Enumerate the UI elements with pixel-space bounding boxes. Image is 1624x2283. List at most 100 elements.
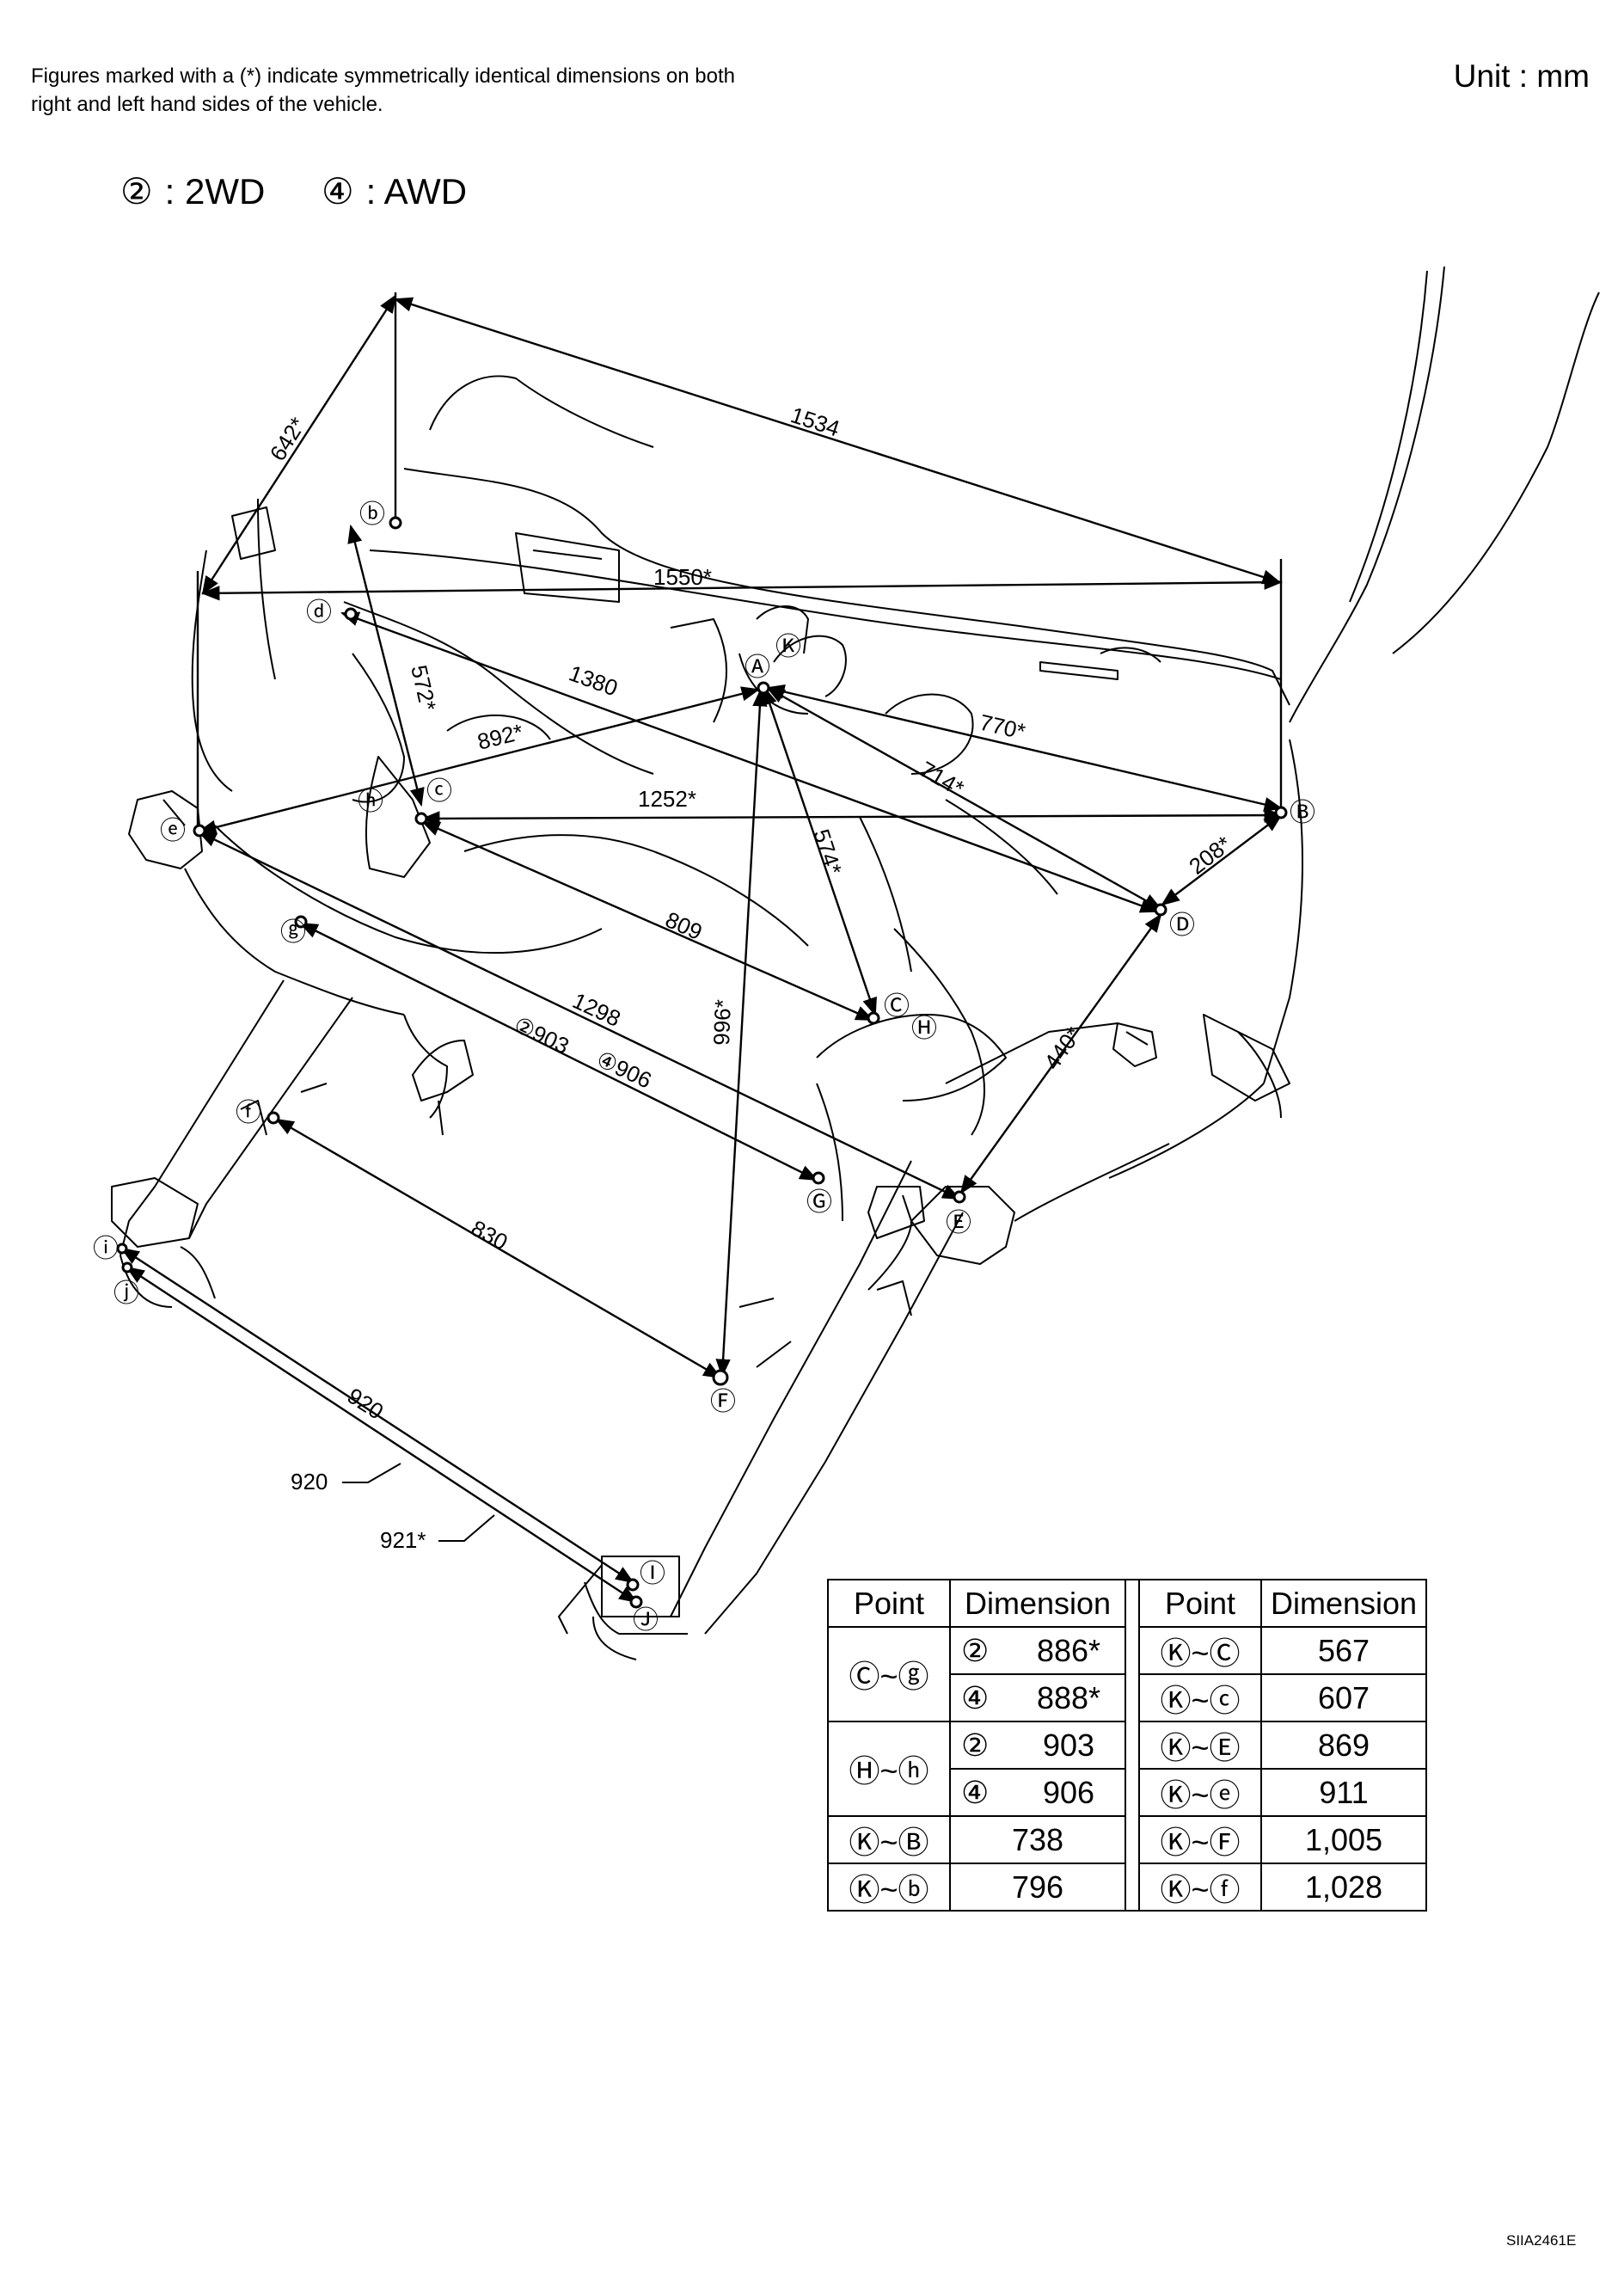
- dim-574: 574*: [808, 826, 847, 878]
- table-cell-value: 1,028: [1259, 1863, 1428, 1912]
- table-cell-point: Ⓚ~ⓔ: [1138, 1768, 1262, 1817]
- hole-I: [626, 1578, 640, 1592]
- table-header: Dimension: [949, 1579, 1126, 1628]
- table-divider: [1125, 1579, 1140, 1912]
- point-label-I: Ⓘ: [640, 1559, 665, 1589]
- table-cell-value: 886*: [1013, 1626, 1126, 1675]
- table-cell-value: 607: [1259, 1673, 1428, 1722]
- hole-f: [267, 1111, 280, 1125]
- point-label-i: ⓘ: [93, 1234, 119, 1264]
- leader-lines: [342, 1463, 495, 1542]
- unit-label: Unit : mm: [1453, 58, 1590, 94]
- dim-1252: 1252*: [638, 786, 696, 812]
- table-cell-value: 796: [949, 1863, 1126, 1912]
- table-cell-point: Ⓚ~ⓑ: [827, 1863, 951, 1912]
- hole-b: [389, 516, 402, 530]
- dimension-table: Point Dimension Point Dimension Ⓒ~ⓖ ② 88…: [827, 1579, 1428, 1912]
- table-cell-value: 869: [1259, 1721, 1428, 1770]
- point-label-J: Ⓙ: [633, 1605, 659, 1636]
- legend-2wd-symbol: ②: [120, 171, 153, 212]
- hole-D: [1154, 903, 1167, 917]
- vehicle-body-outline: [111, 266, 1600, 1660]
- table-cell-value: 567: [1259, 1626, 1428, 1675]
- hole-C: [867, 1011, 880, 1025]
- point-label-f: ⓕ: [236, 1098, 261, 1128]
- point-label-C: Ⓒ: [884, 991, 910, 1022]
- hole-G: [812, 1171, 825, 1185]
- hole-g: [294, 915, 308, 929]
- dim-906: ④906: [592, 1046, 655, 1093]
- symmetry-note: Figures marked with a (*) indicate symme…: [31, 64, 735, 116]
- point-label-B: Ⓑ: [1290, 798, 1315, 828]
- point-label-F: Ⓕ: [710, 1387, 736, 1417]
- table-cell-value: 911: [1259, 1768, 1428, 1817]
- table-header: Point: [827, 1579, 951, 1628]
- dim-892: 892*: [475, 719, 525, 755]
- table-cell-value: 903: [1013, 1721, 1126, 1770]
- table-row: ④ 906 Ⓚ~ⓔ 911: [828, 1768, 1428, 1817]
- table-cell-modifier: ②: [949, 1626, 1013, 1675]
- dimension-lines: [120, 292, 1284, 1604]
- point-label-e: ⓔ: [160, 816, 186, 846]
- hole-J: [629, 1595, 643, 1609]
- point-label-c: ⓒ: [426, 776, 452, 807]
- table-cell-value: 738: [949, 1815, 1126, 1864]
- hole-E: [953, 1190, 966, 1204]
- dim-208: 208*: [1184, 831, 1236, 880]
- dim-920-lower: 920: [291, 1469, 328, 1494]
- dim-996: 996*: [708, 999, 736, 1046]
- table-cell-value: 906: [1013, 1768, 1126, 1817]
- table-row: ④ 888* Ⓚ~ⓒ 607: [828, 1673, 1428, 1722]
- point-label-D: Ⓓ: [1169, 911, 1195, 941]
- point-label-G: Ⓖ: [806, 1188, 832, 1218]
- dim-903: ②903: [510, 1011, 573, 1059]
- hole-A: [757, 681, 770, 695]
- hole-j: [121, 1261, 133, 1273]
- point-label-A: Ⓐ: [745, 653, 770, 683]
- point-label-d: ⓓ: [306, 598, 332, 628]
- table-header: Dimension: [1259, 1579, 1428, 1628]
- point-label-g: ⓖ: [280, 917, 306, 948]
- table-cell-point: Ⓗ~ⓗ: [827, 1721, 951, 1817]
- point-label-b: ⓑ: [359, 500, 385, 530]
- table-row: Ⓒ~ⓖ ② 886* Ⓚ~Ⓒ 567: [827, 1626, 1428, 1722]
- hole-i: [116, 1243, 128, 1255]
- dim-921: 921*: [380, 1527, 426, 1553]
- point-label-H: Ⓗ: [911, 1014, 937, 1044]
- dim-572: 572*: [406, 663, 441, 714]
- drive-legend: ②: 2WD ④: AWD: [120, 170, 479, 212]
- table-cell-point: Ⓚ~Ⓔ: [1138, 1721, 1262, 1770]
- table-cell-point: Ⓚ~ⓕ: [1138, 1863, 1262, 1912]
- table-cell-modifier: ④: [949, 1768, 1013, 1817]
- hole-F: [712, 1369, 729, 1386]
- legend-awd-text: : AWD: [365, 171, 468, 212]
- hole-B: [1274, 806, 1288, 819]
- legend-awd-symbol: ④: [322, 171, 354, 212]
- dim-830: 830: [467, 1215, 512, 1255]
- table-row: Ⓚ~Ⓑ 738 Ⓚ~Ⓕ 1,005: [827, 1815, 1428, 1864]
- hole-d: [344, 607, 358, 621]
- point-label-K: Ⓚ: [775, 632, 801, 662]
- table-cell-point: Ⓚ~Ⓒ: [1138, 1626, 1262, 1675]
- point-label-j: ⓙ: [113, 1279, 139, 1309]
- hole-e: [193, 824, 206, 838]
- table-cell-point: Ⓚ~Ⓑ: [827, 1815, 951, 1864]
- point-label-h: ⓗ: [358, 787, 383, 817]
- table-header: Point: [1138, 1579, 1262, 1628]
- dim-1550: 1550*: [653, 564, 712, 590]
- dim-1380: 1380: [566, 660, 622, 701]
- dim-809: 809: [662, 906, 707, 945]
- table-row: Ⓚ~ⓑ 796 Ⓚ~ⓕ 1,028: [827, 1863, 1428, 1912]
- measurement-holes: [116, 516, 1288, 1609]
- table-header-row: Point Dimension Point Dimension: [827, 1579, 1428, 1912]
- figure-code: SIIA2461E: [1506, 2232, 1577, 2249]
- table-cell-value: 888*: [1013, 1673, 1126, 1722]
- table-cell-modifier: ④: [949, 1673, 1013, 1722]
- table-row: Ⓗ~ⓗ ② 903 Ⓚ~Ⓔ 869: [827, 1721, 1428, 1817]
- dim-1534: 1534: [787, 402, 843, 441]
- table-cell-modifier: ②: [949, 1721, 1013, 1770]
- dim-714: 714*: [916, 756, 968, 801]
- point-label-E: Ⓔ: [946, 1208, 971, 1238]
- table-cell-point: Ⓚ~Ⓕ: [1138, 1815, 1262, 1864]
